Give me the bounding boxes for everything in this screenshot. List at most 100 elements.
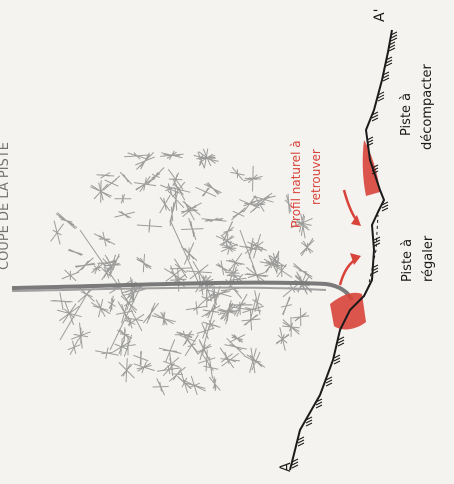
- tree-trunk: [11, 280, 354, 301]
- svg-text:COUPE DE LA PISTE: COUPE DE LA PISTE: [0, 142, 12, 270]
- grass-tick: [315, 398, 323, 403]
- grass-tick: [390, 37, 398, 42]
- foliage-stroke: [248, 177, 257, 181]
- tree-branch: [79, 229, 121, 289]
- grass-tick: [373, 239, 381, 244]
- foliage-stroke: [276, 251, 280, 274]
- foliage-stroke: [162, 357, 180, 371]
- label-piste-regaler-line1: Piste à: [400, 239, 415, 282]
- foliage-stroke: [207, 304, 215, 319]
- foliage-stroke: [163, 197, 167, 211]
- foliage-stroke: [174, 263, 187, 274]
- foliage-stroke: [120, 194, 126, 204]
- foliage-stroke: [205, 349, 208, 372]
- foliage-stroke: [253, 201, 266, 207]
- foliage-stroke: [202, 321, 221, 328]
- foliage-stroke: [223, 221, 233, 242]
- foliage-stroke: [225, 272, 240, 274]
- foliage-stroke: [170, 278, 187, 281]
- grass-tick: [315, 401, 323, 406]
- foliage-stroke: [141, 361, 147, 374]
- foliage-stroke: [290, 217, 313, 229]
- foliage-stroke: [229, 334, 246, 343]
- right-red-mound: [362, 140, 380, 196]
- grass-tick: [385, 56, 393, 61]
- grass-tick: [297, 436, 305, 441]
- grass-tick: [371, 170, 379, 175]
- grass-tick: [377, 97, 385, 102]
- grass-tick: [337, 336, 345, 341]
- label-a-prime: A': [372, 9, 388, 22]
- tree-branch: [199, 285, 221, 361]
- grass-tick: [371, 117, 379, 122]
- foliage-stroke: [200, 155, 203, 166]
- grass-tick: [297, 439, 305, 444]
- foliage-stroke: [282, 296, 291, 316]
- foliage-stroke: [219, 347, 235, 369]
- foliage-stroke: [219, 309, 234, 313]
- foliage-stroke: [58, 216, 75, 226]
- foliage-stroke: [201, 296, 213, 302]
- foliage-stroke: [229, 343, 242, 351]
- grass-tick: [381, 201, 389, 206]
- foliage-stroke: [167, 364, 171, 375]
- foliage-stroke: [119, 333, 130, 336]
- grass-tick: [291, 458, 299, 463]
- foliage-stroke: [272, 254, 278, 265]
- foliage-stroke: [232, 210, 245, 217]
- grass-tick: [390, 34, 398, 39]
- grass-tick: [373, 242, 381, 247]
- foliage-stroke: [105, 178, 117, 188]
- foliage-stroke: [185, 336, 199, 355]
- foliage-stroke: [196, 327, 214, 334]
- foliage-stroke: [230, 171, 245, 176]
- grass-tick: [297, 442, 305, 447]
- foliage-stroke: [100, 238, 109, 241]
- foliage-stroke: [243, 314, 259, 326]
- foliage-stroke: [201, 218, 227, 222]
- foliage-stroke: [153, 172, 159, 180]
- foliage-stroke: [217, 264, 228, 271]
- foliage-stroke: [252, 195, 274, 203]
- foliage-stroke: [203, 188, 209, 196]
- foliage-stroke: [183, 382, 206, 389]
- label-profil-line2: retrouver: [309, 149, 323, 205]
- foliage-stroke: [121, 302, 128, 324]
- foliage-stroke: [295, 313, 306, 321]
- foliage-stroke: [50, 223, 65, 242]
- foliage-stroke: [183, 242, 195, 265]
- grass-tick: [382, 71, 390, 76]
- grass-tick: [371, 111, 379, 116]
- tree-branch: [109, 287, 141, 351]
- foliage-stroke: [163, 349, 178, 352]
- foliage-stroke: [207, 182, 219, 195]
- grass-tick: [371, 270, 379, 275]
- foliage-stroke: [224, 357, 236, 363]
- foliage-stroke: [160, 184, 180, 194]
- foliage-stroke: [152, 386, 169, 388]
- grass-tick: [371, 167, 379, 172]
- ground-grass: [291, 31, 398, 469]
- grass-tick: [325, 382, 333, 387]
- grass-tick: [333, 360, 341, 365]
- foliage-stroke: [203, 148, 209, 169]
- foliage-stroke: [75, 263, 96, 267]
- foliage-stroke: [181, 202, 202, 214]
- foliage-stroke: [170, 206, 174, 222]
- foliage-stroke: [172, 368, 182, 381]
- foliage-stroke: [225, 260, 245, 265]
- foliage-stroke: [174, 187, 184, 192]
- foliage-stroke: [220, 234, 234, 247]
- grass-tick: [366, 139, 374, 144]
- grass-tick: [381, 204, 389, 209]
- foliage-stroke: [148, 306, 154, 320]
- foliage-stroke: [208, 364, 214, 372]
- foliage-stroke: [293, 263, 313, 280]
- foliage-stroke: [243, 355, 263, 366]
- grass-tick: [371, 164, 379, 169]
- foliage-stroke: [118, 362, 135, 379]
- foliage-stroke: [287, 193, 290, 214]
- grass-tick: [305, 416, 313, 421]
- foliage-stroke: [151, 315, 176, 323]
